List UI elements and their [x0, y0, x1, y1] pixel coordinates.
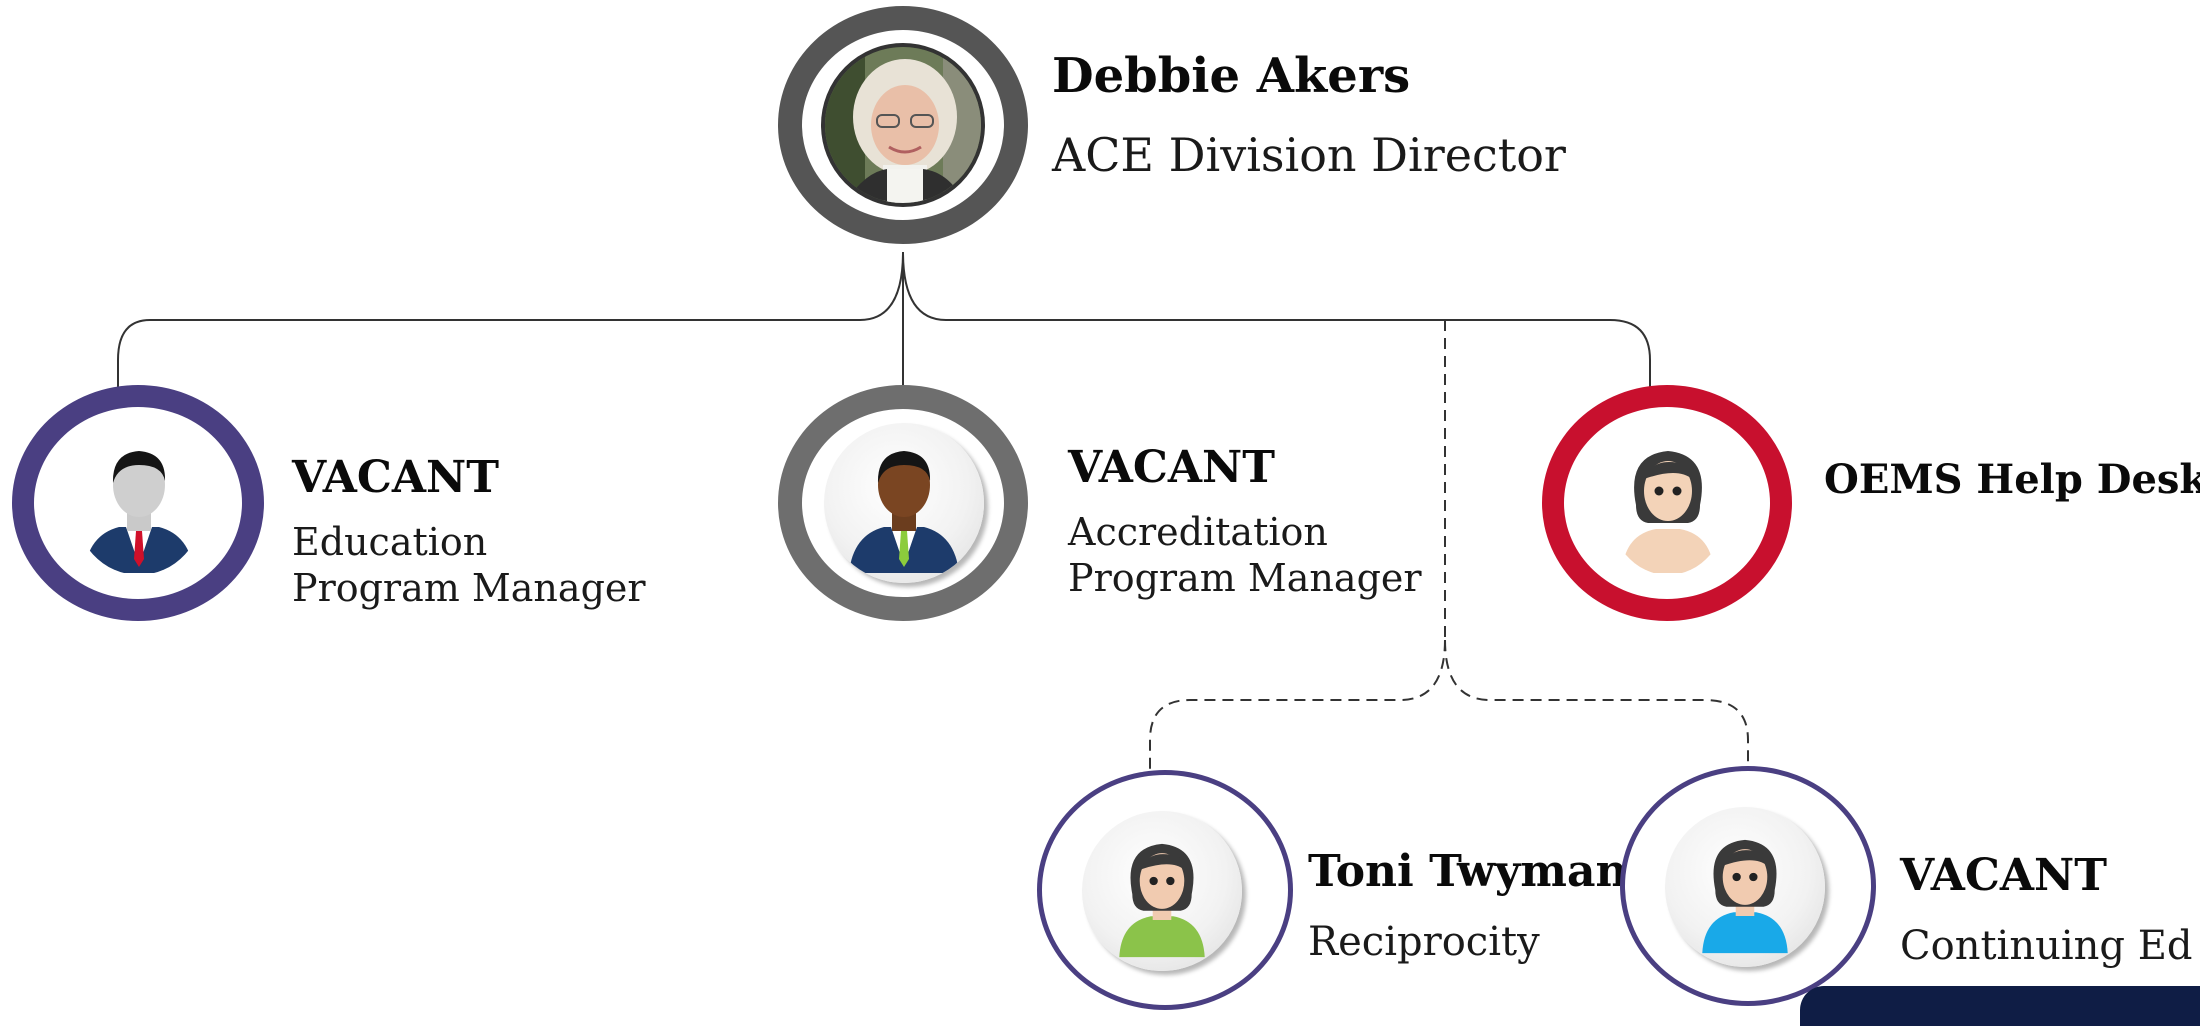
footer-bar — [1800, 986, 2200, 1026]
director-node — [778, 6, 1028, 244]
continuing-ed-role: Continuing Ed — [1900, 923, 2193, 969]
woman-photo-icon — [825, 47, 981, 203]
man-suit-green-tie-icon — [849, 451, 959, 573]
education-manager-role: Education Program Manager — [292, 520, 646, 610]
connector-main-right — [902, 251, 1651, 388]
reciprocity-name: Toni Twyman — [1308, 846, 1628, 897]
director-role: ACE Division Director — [1052, 128, 1566, 182]
accreditation-manager-node — [778, 385, 1028, 621]
accreditation-manager-role: Accreditation Program Manager — [1068, 510, 1422, 600]
woman-avatar-icon — [1622, 451, 1714, 573]
education-manager-name: VACANT — [292, 452, 499, 503]
director-photo — [821, 43, 985, 207]
connector-main-left — [117, 251, 904, 388]
accreditation-manager-name: VACANT — [1068, 442, 1275, 493]
help-desk-name: OEMS Help Desk — [1824, 456, 2200, 503]
reciprocity-role: Reciprocity — [1308, 919, 1540, 965]
continuing-ed-name: VACANT — [1900, 850, 2107, 901]
connector-dashed-right — [1444, 639, 1749, 768]
avatar-disc — [1082, 811, 1242, 971]
continuing-ed-node — [1620, 766, 1876, 1006]
avatar-disc — [1665, 807, 1825, 967]
avatar-disc — [824, 423, 984, 583]
man-suit-red-tie-icon — [84, 451, 194, 573]
help-desk-node — [1542, 385, 1792, 621]
reciprocity-node — [1037, 770, 1293, 1010]
connector-dashed-left — [1149, 639, 1446, 770]
woman-blue-shirt-icon — [1702, 839, 1788, 954]
education-manager-node — [12, 385, 264, 621]
director-name: Debbie Akers — [1052, 48, 1411, 104]
woman-green-shirt-icon — [1119, 843, 1205, 958]
